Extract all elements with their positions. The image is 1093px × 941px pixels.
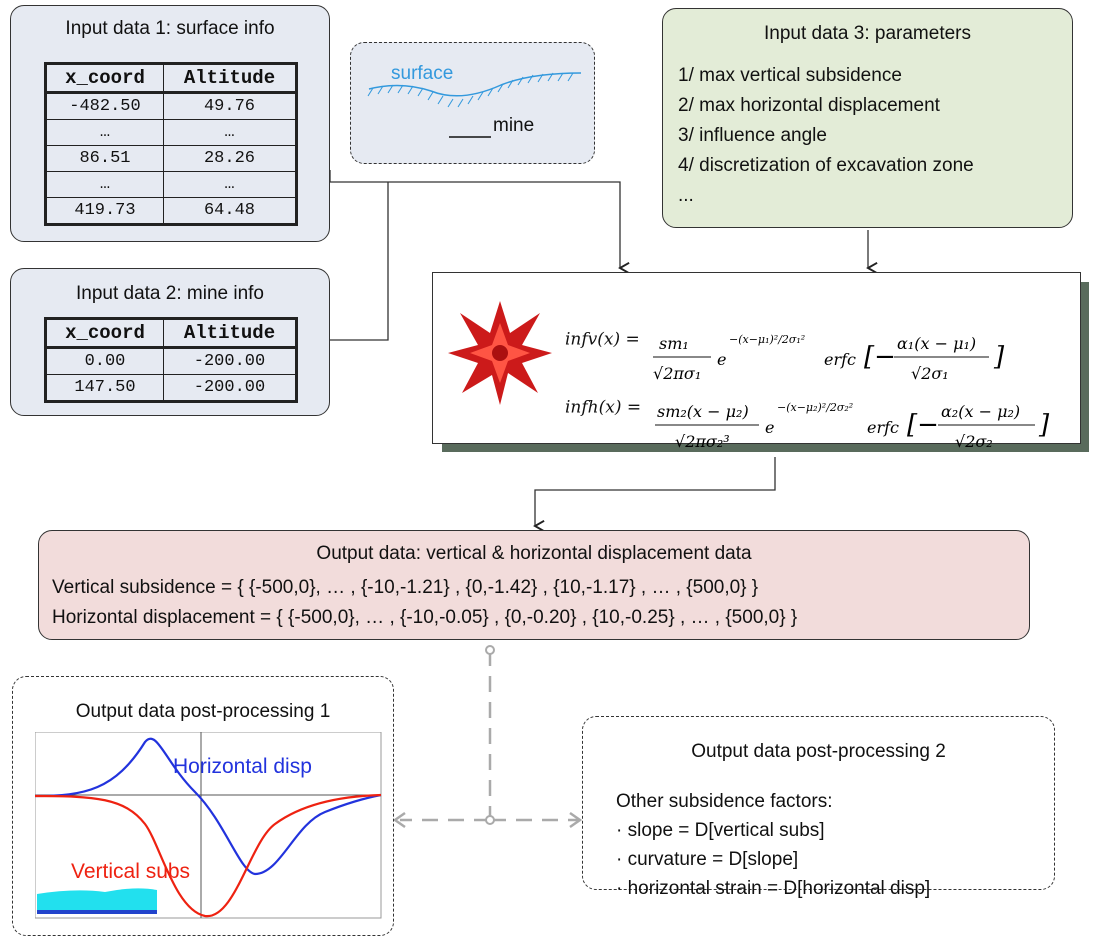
svg-text:e: e	[765, 418, 774, 437]
input1-box: Input data 1: surface info x_coord Altit…	[10, 5, 330, 242]
svg-text:√2πσ₁: √2πσ₁	[653, 364, 701, 383]
vertical-subs-label: Vertical subs	[71, 860, 191, 883]
svg-text:√2σ₁: √2σ₁	[911, 364, 949, 383]
svg-text:sm₂(x − μ₂): sm₂(x − μ₂)	[657, 402, 749, 421]
displacement-plot	[35, 732, 382, 919]
table-header: Altitude	[162, 64, 297, 94]
input1-title: Input data 1: surface info	[65, 18, 275, 39]
table-header: x_coord	[46, 319, 164, 349]
input2-box: Input data 2: mine info x_coord Altitude…	[10, 268, 330, 416]
svg-text:erfc: erfc	[824, 350, 856, 369]
surface-sketch	[367, 72, 582, 138]
subsidence-factor-list: Other subsidence factors: · slope = D[ve…	[616, 787, 930, 903]
svg-text:e: e	[717, 350, 726, 369]
svg-text:erfc: erfc	[867, 418, 899, 437]
formula-box: infv(x) = sm₁ √2πσ₁ e −(x−μ₁)²/2σ₁² erfc…	[432, 272, 1081, 451]
input3-title: Input data 3: parameters	[763, 23, 971, 44]
surface-label: surface	[391, 63, 454, 84]
list-item: · slope = D[vertical subs]	[616, 820, 825, 841]
table-row: ……	[46, 119, 297, 146]
svg-text:α₁(x − μ₁): α₁(x − μ₁)	[897, 334, 976, 353]
list-item: 4/ discretization of excavation zone	[678, 155, 974, 176]
list-item: 3/ influence angle	[678, 125, 827, 146]
table-row: 147.50-200.00	[46, 374, 297, 401]
mine-label: mine	[493, 115, 535, 136]
connector-input1-to-formula	[329, 170, 630, 275]
dashed-connector	[400, 650, 578, 822]
connector-input2-to-line	[330, 182, 389, 341]
svg-text:]: ]	[993, 342, 1005, 372]
equation-infh: infh(x) = sm₂(x − μ₂) √2πσ₂³ e −(x−μ₂)²/…	[565, 397, 1050, 452]
list-item: ...	[678, 185, 694, 206]
mathematica-spikey-icon	[448, 301, 552, 405]
list-item: · curvature = D[slope]	[616, 849, 799, 870]
mine-sketch-box: surface mine	[350, 42, 595, 164]
table-row: ……	[46, 171, 297, 198]
post2-box: Output data post-processing 2 Other subs…	[582, 716, 1055, 899]
horizontal-disp-curve	[35, 737, 382, 876]
svg-text:[−: [−	[907, 410, 939, 440]
list-item: 1/ max vertical subsidence	[678, 65, 902, 86]
equation-infv: infv(x) = sm₁ √2πσ₁ e −(x−μ₁)²/2σ₁² erfc…	[565, 329, 1005, 384]
post2-subtitle: Other subsidence factors:	[616, 791, 833, 812]
svg-text:[−: [−	[864, 342, 896, 372]
connector-formula-to-output	[533, 457, 776, 533]
post2-title: Output data post-processing 2	[691, 741, 946, 762]
svg-text:√2πσ₂³: √2πσ₂³	[675, 432, 730, 451]
post1-box: Output data post-processing 1 Horizontal…	[12, 676, 394, 936]
mine-table: x_coord Altitude 0.00-200.00 147.50-200.…	[44, 317, 298, 403]
svg-text:]: ]	[1038, 410, 1050, 440]
svg-text:√2σ₂: √2σ₂	[955, 432, 993, 451]
parameter-list: 1/ max vertical subsidence 2/ max horizo…	[678, 61, 974, 211]
svg-text:sm₁: sm₁	[659, 334, 689, 353]
input3-box: Input data 3: parameters 1/ max vertical…	[662, 8, 1073, 228]
horizontal-displacement-line: Horizontal displacement = { {-500,0}, … …	[52, 607, 798, 628]
svg-text:−(x−μ₁)²/2σ₁²: −(x−μ₁)²/2σ₁²	[729, 333, 805, 346]
table-header: x_coord	[46, 64, 164, 94]
list-item: 2/ max horizontal displacement	[678, 95, 940, 116]
output-box: Output data: vertical & horizontal displ…	[38, 530, 1030, 640]
svg-text:−(x−μ₂)²/2σ₂²: −(x−μ₂)²/2σ₂²	[777, 401, 853, 414]
list-item: · horizontal strain = D[horizontal disp]	[616, 878, 931, 899]
vertical-subs-curve	[35, 793, 382, 918]
input2-title: Input data 2: mine info	[75, 283, 264, 304]
post1-title: Output data post-processing 1	[75, 701, 331, 722]
table-header: Altitude	[162, 319, 297, 349]
output-title: Output data: vertical & horizontal displ…	[316, 543, 752, 564]
table-row: 0.00-200.00	[46, 347, 297, 375]
horizontal-disp-label: Horizontal disp	[173, 755, 312, 778]
vertical-subsidence-line: Vertical subsidence = { {-500,0}, … , {-…	[52, 577, 759, 598]
svg-text:α₂(x − μ₂): α₂(x − μ₂)	[941, 402, 1020, 421]
